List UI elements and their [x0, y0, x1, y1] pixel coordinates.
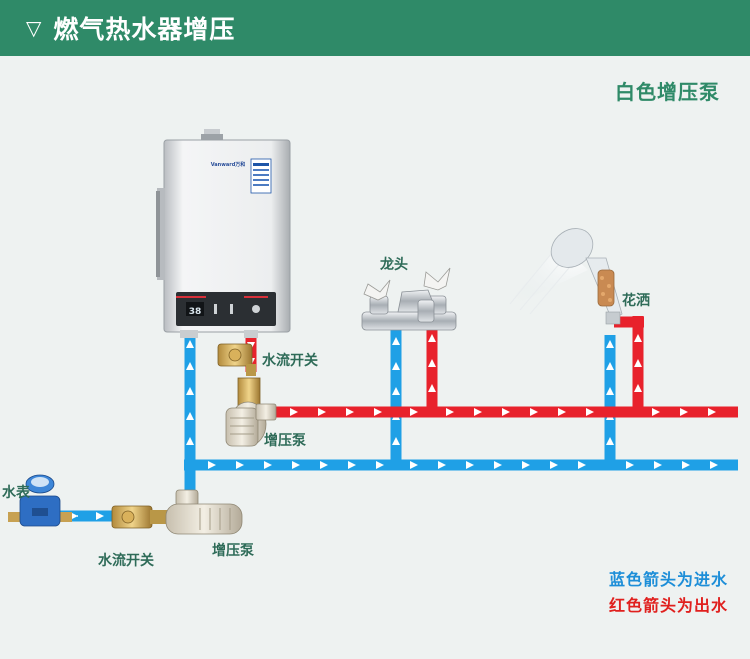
svg-text:Vanward万和: Vanward万和 [211, 161, 246, 168]
gas-water-heater: Vanward万和 38 [156, 129, 291, 338]
pump-subtitle: 白色增压泵 [615, 80, 720, 104]
triangle-icon: ▽ [26, 16, 42, 40]
heater-display-value: 38 [189, 307, 202, 317]
flow-switch-bottom [111, 505, 168, 529]
faucet-label: 龙头 [380, 257, 408, 273]
water-meter-label: 水表 [2, 485, 30, 501]
booster-pump-bottom-label: 增压泵 [212, 543, 254, 559]
booster-pump-top-label: 增压泵 [264, 433, 306, 449]
flow-switch-top [217, 343, 256, 376]
legend-inlet: 蓝色箭头为进水 [608, 570, 728, 589]
booster-pump-bottom [165, 489, 243, 535]
shower-head [500, 228, 623, 325]
booster-pump-top [225, 377, 277, 447]
shower-label: 花洒 [622, 293, 650, 309]
cold-water-arrows [42, 337, 718, 520]
flow-switch-top-label: 水流开关 [262, 353, 318, 369]
hot-water-arrows [247, 334, 716, 416]
flow-switch-bottom-label: 水流开关 [98, 553, 154, 569]
hot-water-pipes [245, 316, 738, 418]
header-bar: ▽ 燃气热水器增压 [0, 0, 750, 56]
faucet [361, 267, 457, 331]
cold-water-pipes [20, 325, 738, 522]
page-title: 燃气热水器增压 [53, 15, 236, 44]
legend-outlet: 红色箭头为出水 [608, 596, 728, 615]
water-meter [8, 474, 72, 527]
